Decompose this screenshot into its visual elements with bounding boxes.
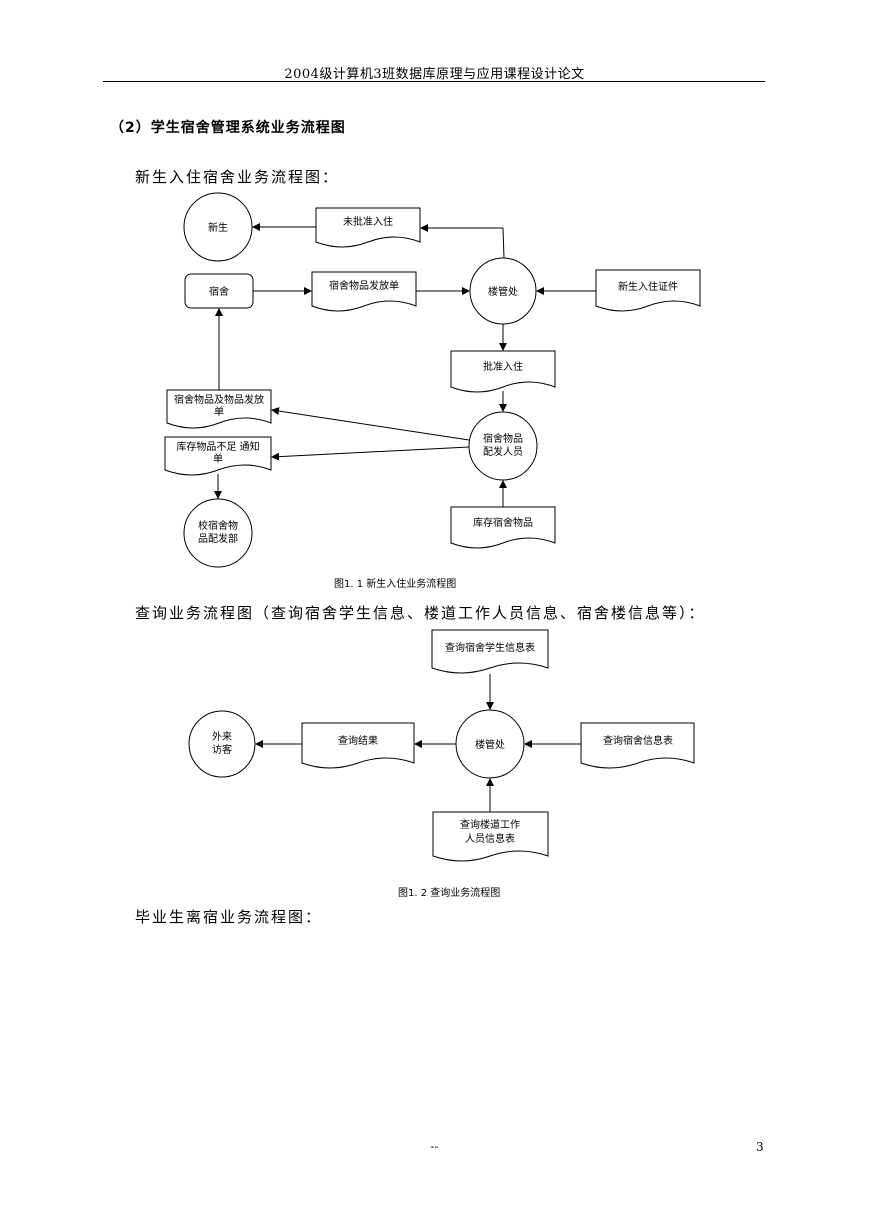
page-header: 2004级计算机3班数据库原理与应用课程设计论文 [284, 67, 585, 82]
node-visitor-label-1: 外来 [212, 731, 232, 743]
fig2-intro: 查询业务流程图（查询宿舍学生信息、楼道工作人员信息、宿舍楼信息等）： [135, 604, 706, 622]
node-staff-info-table-label-1: 查询楼道工作 [460, 818, 520, 831]
node-approved-label: 批准入住 [483, 360, 523, 373]
node-items-slip-label-1: 宿舍物品及物品发放 [174, 393, 264, 406]
node-items-slip-label-2: 单 [214, 406, 224, 418]
fig2-diagram: 查询宿舍学生信息表 外来 访客 查询结果 楼管处 查询宿舍信息表 查询楼道工作 … [188, 629, 695, 862]
node-stock-items-label: 库存宿舍物品 [473, 516, 533, 529]
fig1-diagram: 新生 未批准入住 宿舍 宿舍物品发放单 楼管处 新生入住证件 [164, 192, 701, 568]
node-new-student: 新生 [183, 192, 253, 262]
section-title: （2）学生宿舍管理系统业务流程图 [110, 120, 346, 136]
node-not-approved: 未批准入住 [315, 207, 421, 248]
footer-dash: -- [430, 1140, 439, 1153]
node-dorm: 宿舍 [184, 273, 254, 309]
node-shortage-notice: 库存物品不足 通知 单 [164, 436, 272, 476]
node-items-staff-label-2: 配发人员 [483, 445, 523, 458]
edge-office-up [502, 227, 505, 259]
node-new-student-cert: 新生入住证件 [595, 269, 701, 312]
node-items-staff: 宿舍物品 配发人员 [468, 411, 538, 481]
node-building-office-2: 楼管处 [455, 709, 525, 779]
node-items-dept-label-1: 校宿舍物 [198, 519, 238, 532]
node-dorm-info-table: 查询宿舍信息表 [580, 722, 695, 769]
fig3-intro: 毕业生离宿业务流程图： [135, 908, 323, 926]
header-rule [103, 81, 765, 82]
node-dorm-items-slip: 宿舍物品发放单 [311, 271, 417, 312]
node-approved: 批准入住 [450, 350, 556, 393]
node-shortage-label-1: 库存物品不足 通知 [176, 440, 259, 453]
node-new-student-label: 新生 [208, 221, 228, 234]
node-shortage-label-2: 单 [213, 453, 223, 465]
node-new-student-cert-label: 新生入住证件 [618, 280, 678, 293]
node-stock-items: 库存宿舍物品 [450, 506, 556, 549]
edge-staff-to-items-slip [271, 407, 470, 441]
node-building-office-label: 楼管处 [488, 285, 518, 298]
node-staff-info-table: 查询楼道工作 人员信息表 [432, 811, 549, 862]
node-dorm-items-slip-label: 宿舍物品发放单 [329, 279, 399, 292]
node-staff-info-table-label-2: 人员信息表 [465, 832, 515, 845]
node-building-office-2-label: 楼管处 [475, 738, 505, 751]
fig2-caption: 图1. 2 查询业务流程图 [398, 888, 501, 899]
node-items-dept-label-2: 品配发部 [198, 532, 238, 545]
page-number: 3 [756, 1140, 764, 1154]
fig1-caption: 图1. 1 新生入住业务流程图 [334, 579, 457, 590]
node-visitor: 外来 访客 [188, 710, 256, 778]
node-query-result-label: 查询结果 [338, 734, 378, 747]
node-student-info-table-label: 查询宿舍学生信息表 [445, 641, 535, 654]
node-not-approved-label: 未批准入住 [343, 215, 393, 228]
node-dorm-label: 宿舍 [209, 285, 229, 298]
node-query-result: 查询结果 [301, 722, 415, 769]
node-items-dept: 校宿舍物 品配发部 [183, 498, 253, 568]
node-items-slip: 宿舍物品及物品发放 单 [166, 389, 272, 429]
node-building-office: 楼管处 [469, 257, 537, 325]
node-dorm-info-table-label: 查询宿舍信息表 [603, 734, 673, 747]
node-items-staff-label-1: 宿舍物品 [483, 432, 523, 445]
node-visitor-label-2: 访客 [212, 743, 232, 756]
fig2-arrows [255, 674, 581, 812]
node-student-info-table: 查询宿舍学生信息表 [431, 629, 549, 674]
fig1-arrows [214, 223, 596, 507]
edge-staff-to-shortage [271, 446, 470, 461]
fig1-intro: 新生入住宿舍业务流程图： [135, 168, 340, 186]
